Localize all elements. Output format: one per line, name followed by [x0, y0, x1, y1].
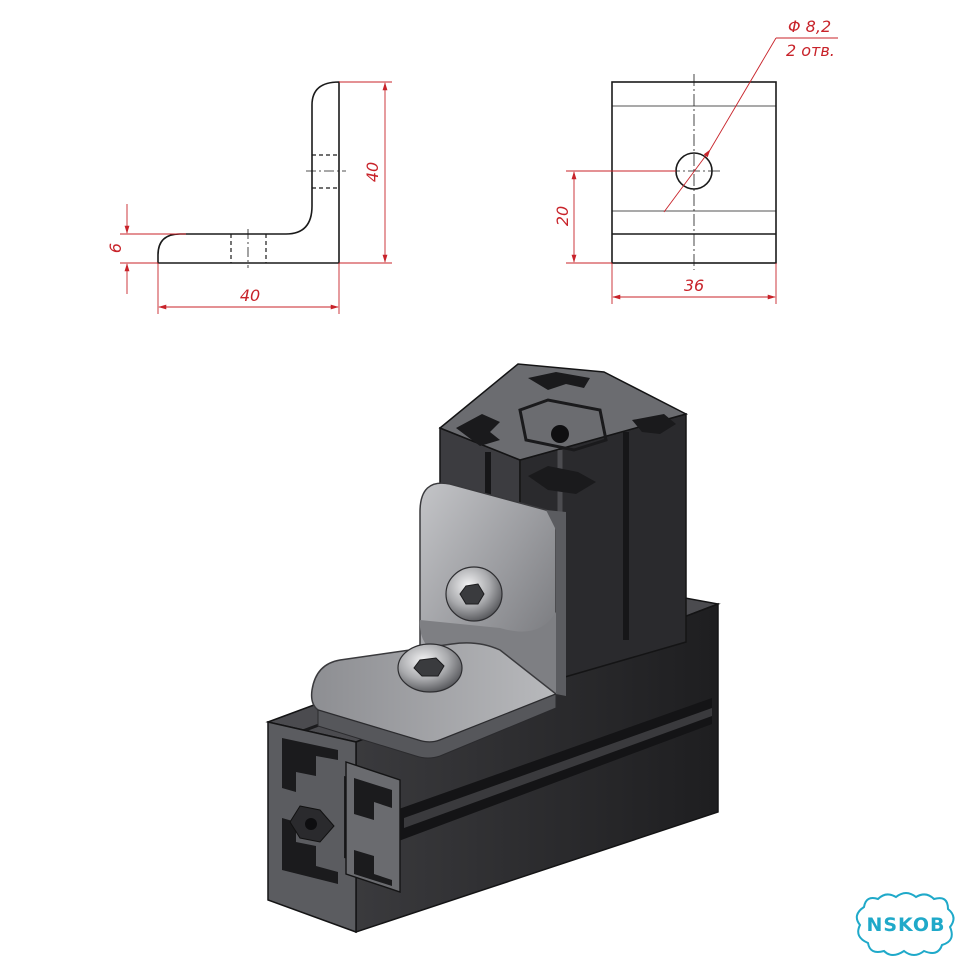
- assembly-render: [265, 363, 721, 934]
- front-view-drawing: Φ 8,2 2 отв. 20 36: [553, 17, 838, 304]
- corner-bracket: [310, 482, 566, 759]
- hole-height-label: 20: [553, 206, 572, 226]
- front-width-label: 36: [684, 276, 704, 295]
- lower-screw: [397, 643, 463, 693]
- hole-diameter-label: Φ 8,2: [788, 17, 831, 36]
- side-view-drawing: 40 40 6: [106, 81, 392, 314]
- side-thickness-label: 6: [106, 243, 125, 253]
- upper-screw: [445, 566, 503, 622]
- brand-logo: NSKOB: [852, 889, 960, 960]
- side-width-label: 40: [240, 286, 260, 305]
- hole-count-label: 2 отв.: [786, 41, 835, 60]
- logo-text: NSKOB: [866, 913, 946, 936]
- side-height-label: 40: [363, 162, 382, 182]
